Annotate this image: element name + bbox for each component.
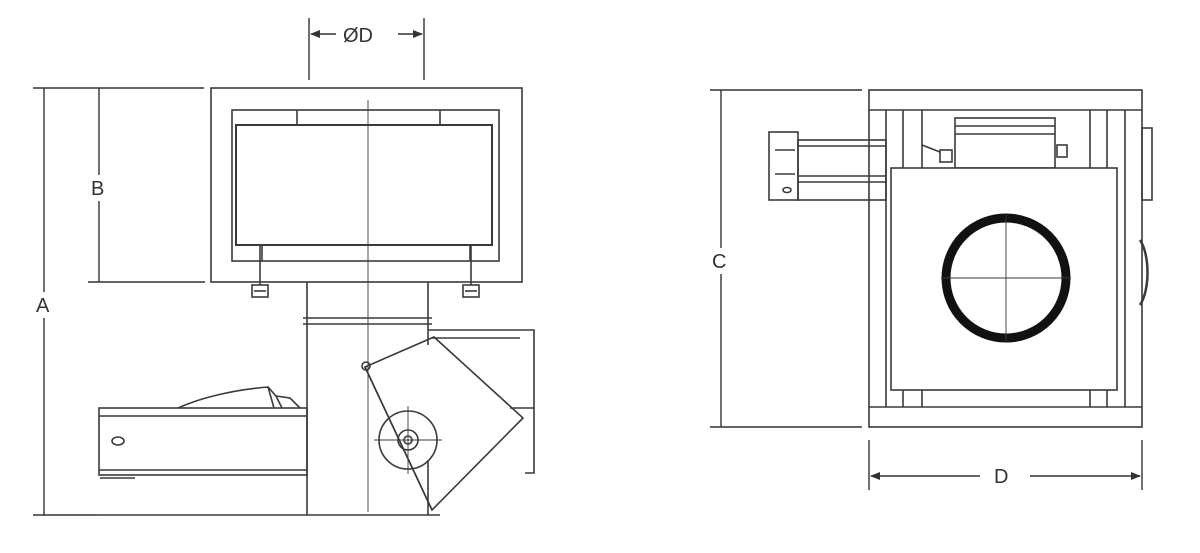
front-dimensions	[33, 18, 425, 516]
side-housing	[428, 329, 535, 474]
side-frame	[868, 89, 1143, 428]
body-plate	[890, 167, 1118, 391]
port-ring	[941, 213, 1071, 343]
diverter-flap	[361, 336, 525, 512]
label-c: C	[712, 251, 726, 273]
front-view	[98, 87, 535, 516]
actuator	[768, 131, 887, 201]
label-diameter: ØD	[343, 25, 373, 47]
side-view	[768, 89, 1153, 428]
bolt-right	[462, 245, 480, 298]
bolt-left	[251, 245, 269, 298]
label-d: D	[994, 466, 1008, 488]
discharge-chute	[98, 386, 308, 479]
side-labels: C D	[710, 248, 1025, 489]
vertical-pipe	[303, 282, 432, 515]
front-labels: ØD A B	[34, 22, 396, 318]
label-a: A	[36, 295, 50, 317]
inner-window	[235, 124, 493, 246]
motor	[921, 117, 1068, 169]
inner-frame	[231, 109, 500, 262]
upper-housing	[210, 87, 523, 283]
rotary-valve	[374, 406, 442, 474]
label-b: B	[91, 178, 104, 200]
